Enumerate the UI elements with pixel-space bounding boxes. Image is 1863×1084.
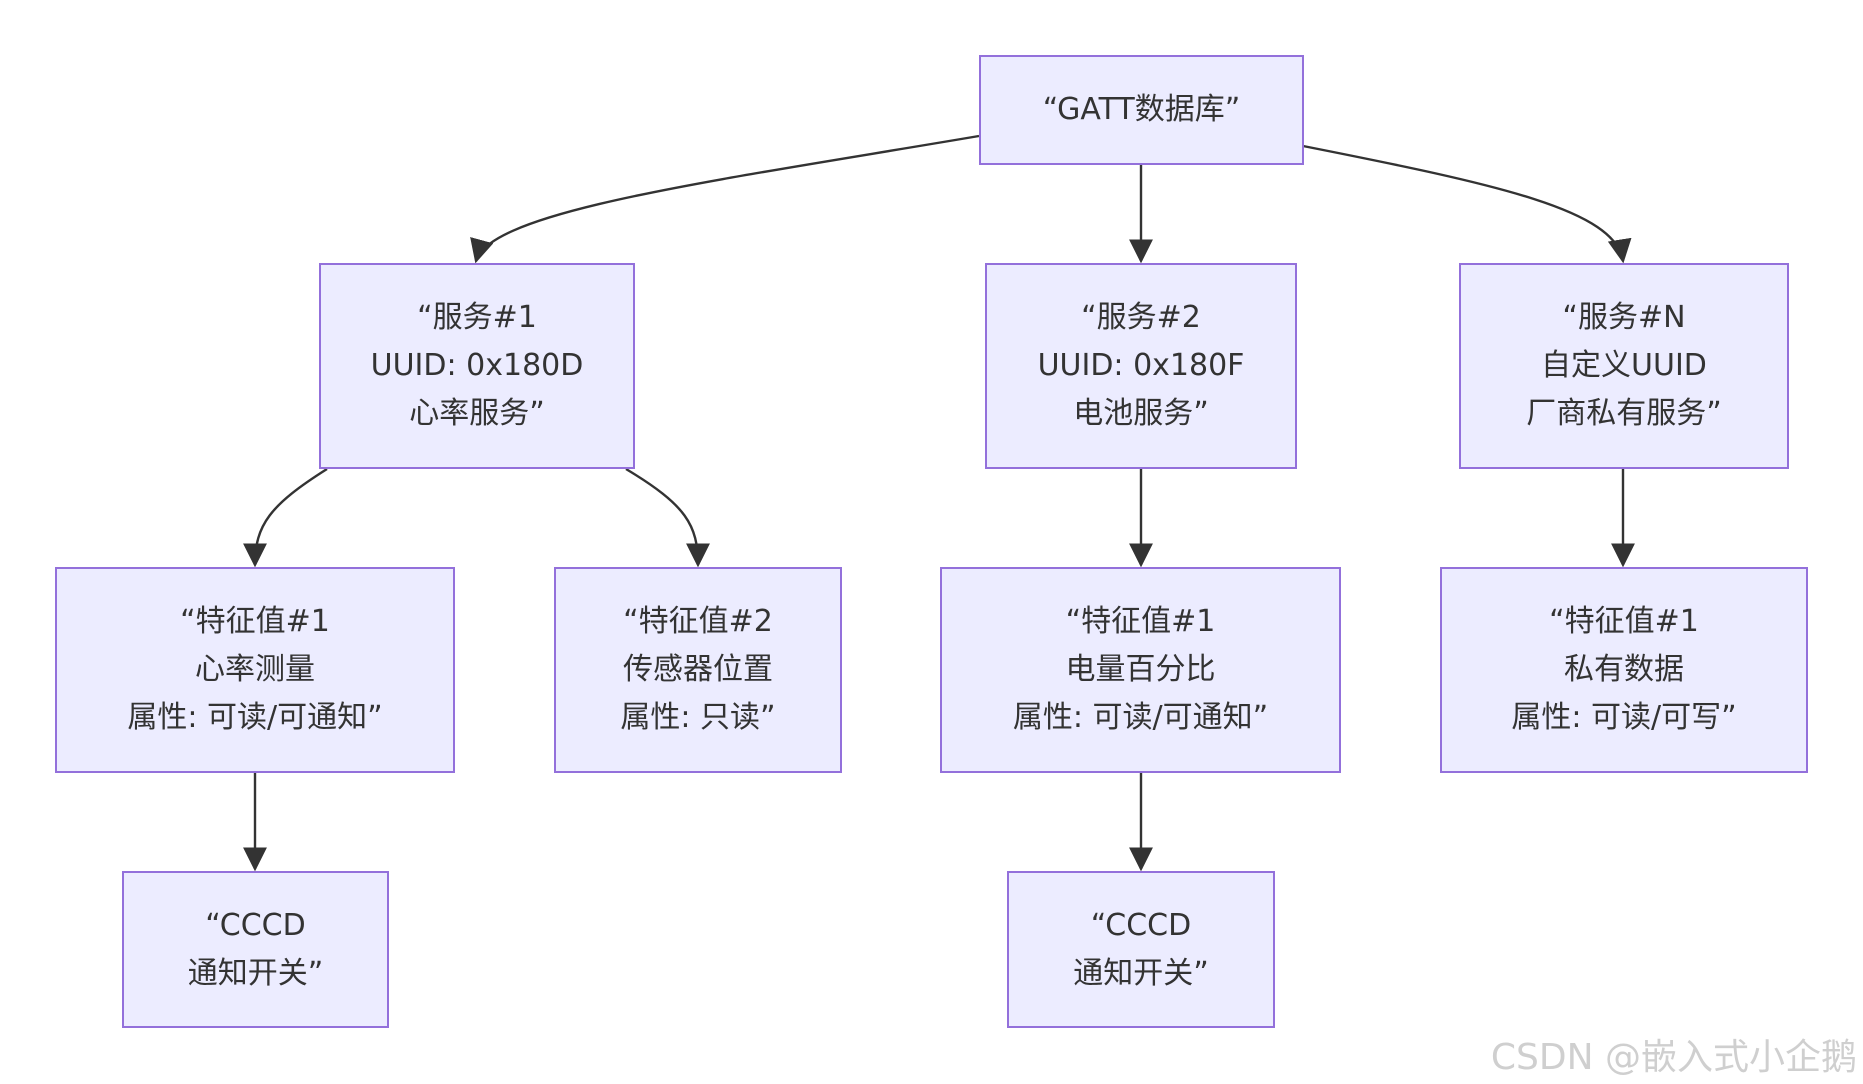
node-label: “特征值#2 传感器位置 属性: 只读” [620, 604, 776, 735]
node-characteristic-1-heart-rate: “特征值#1 心率测量 属性: 可读/可通知” [55, 567, 455, 773]
node-service-1: “服务#1 UUID: 0x180D 心率服务” [319, 263, 635, 469]
node-cccd-heart-rate: “CCCD 通知开关” [122, 871, 389, 1028]
edge-svc1-c12 [625, 467, 710, 568]
edge-root-svcN [1302, 144, 1632, 264]
edge-svc1-c11 [243, 467, 328, 568]
node-characteristic-1-private-data: “特征值#1 私有数据 属性: 可读/可写” [1440, 567, 1808, 773]
node-characteristic-2-sensor-location: “特征值#2 传感器位置 属性: 只读” [554, 567, 842, 773]
node-label: “特征值#1 电量百分比 属性: 可读/可通知” [1012, 604, 1269, 735]
node-service-n: “服务#N 自定义UUID 厂商私有服务” [1459, 263, 1789, 469]
node-label: “CCCD 通知开关” [1073, 907, 1209, 991]
node-gatt-database: “GATT数据库” [979, 55, 1304, 165]
watermark: CSDN @嵌入式小企鹅 [1490, 1037, 1857, 1078]
node-cccd-battery: “CCCD 通知开关” [1007, 871, 1275, 1028]
node-label: “服务#1 UUID: 0x180D 心率服务” [370, 300, 584, 431]
node-label: “特征值#1 心率测量 属性: 可读/可通知” [127, 604, 383, 735]
node-label: “服务#N 自定义UUID 厂商私有服务” [1526, 300, 1722, 431]
node-label: “服务#2 UUID: 0x180F 电池服务” [1037, 300, 1245, 431]
node-label: “特征值#1 私有数据 属性: 可读/可写” [1511, 604, 1737, 735]
node-label: “CCCD 通知开关” [187, 907, 324, 991]
node-service-2: “服务#2 UUID: 0x180F 电池服务” [985, 263, 1297, 469]
edge-root-svc1 [470, 134, 980, 264]
node-label: “GATT数据库” [1042, 92, 1241, 127]
node-characteristic-1-battery-level: “特征值#1 电量百分比 属性: 可读/可通知” [940, 567, 1341, 773]
